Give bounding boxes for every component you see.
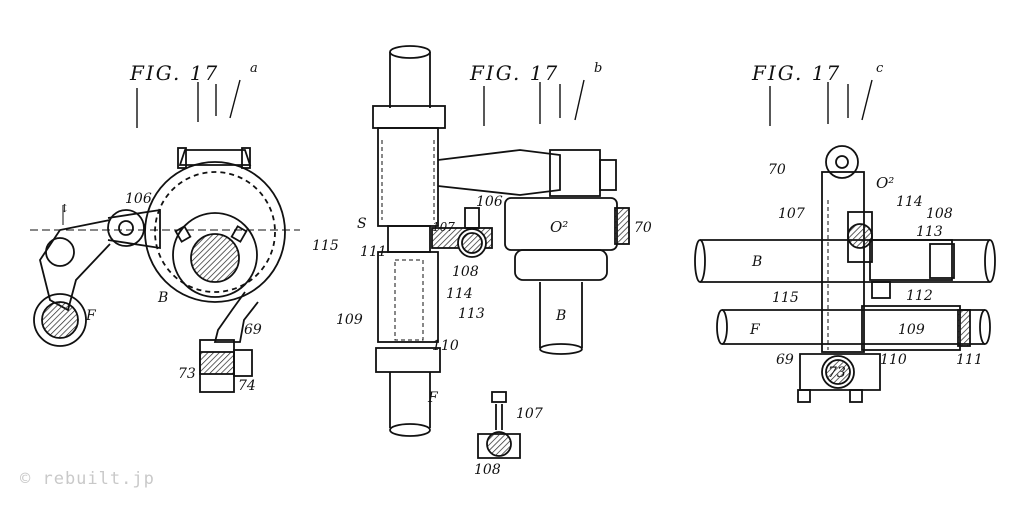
svg-text:FIG. 17: FIG. 17 [469,61,559,85]
shaft-b-section [190,233,240,283]
figure-17c: FIG. 17 c [694,61,996,403]
svg-text:F: F [85,308,97,324]
svg-text:111: 111 [956,352,983,368]
housing-ring [144,147,286,303]
svg-text:115: 115 [312,238,339,254]
svg-text:B: B [751,254,762,270]
svg-text:74: 74 [238,378,256,394]
figure-17b: FIG. 17 b [312,45,652,478]
figure-17a: FIG. 17 a [30,61,300,394]
svg-text:113: 113 [916,224,943,240]
clamp-73 [199,339,253,393]
svg-text:107: 107 [778,206,805,222]
shaft-b-horizontal [694,239,996,283]
figure-17a-title: FIG. 17 a [129,61,258,128]
svg-text:B: B [157,290,168,306]
svg-text:106: 106 [476,194,503,210]
clamp-block-c [847,211,955,299]
shaft-b [539,282,583,355]
shaft-f-horizontal [716,309,991,345]
svg-text:112: 112 [906,288,933,304]
svg-text:109: 109 [898,322,925,338]
svg-text:O²: O² [876,174,894,192]
svg-text:a: a [250,61,258,76]
svg-text:113: 113 [458,306,485,322]
svg-text:F: F [749,322,761,338]
lug-106 [107,208,161,250]
svg-text:110: 110 [432,338,459,354]
arm-to-collar [437,149,617,197]
svg-text:108: 108 [926,206,953,222]
svg-text:S: S [357,216,367,232]
svg-text:69: 69 [776,352,794,368]
crank-arm [33,219,111,347]
figure-17c-title: FIG. 17 c [751,61,884,126]
svg-text:110: 110 [880,352,907,368]
svg-text:107: 107 [516,406,543,422]
svg-text:c: c [876,61,884,76]
svg-text:70: 70 [634,220,652,236]
svg-text:108: 108 [474,462,501,478]
svg-text:114: 114 [446,286,473,302]
watermark: © rebuilt.jp [20,469,155,489]
svg-text:FIG. 17: FIG. 17 [751,61,841,85]
bolt-107-detail [477,391,521,459]
svg-text:FIG. 17: FIG. 17 [129,61,219,85]
arm-69 [213,291,259,343]
upright-70 [821,145,865,353]
svg-text:F: F [427,390,439,406]
clamp-114 [431,207,493,258]
svg-text:111: 111 [360,244,387,260]
svg-text:108: 108 [452,264,479,280]
clamp-73-c [797,353,881,403]
svg-text:O²: O² [550,218,568,236]
svg-text:109: 109 [336,312,363,328]
vertical-shaft [372,45,446,437]
svg-text:↕: ↕ [60,202,69,215]
svg-text:106: 106 [125,191,152,207]
svg-text:73: 73 [178,366,196,382]
collar-o2 [504,197,630,281]
svg-text:70: 70 [768,162,786,178]
svg-text:114: 114 [896,194,923,210]
svg-text:69: 69 [244,322,262,338]
sleeve-109 [861,305,971,351]
shaft-f-section [41,301,79,339]
svg-text:107: 107 [432,220,455,234]
svg-text:115: 115 [772,290,799,306]
svg-text:b: b [594,61,602,76]
figure-17b-title: FIG. 17 b [469,61,602,126]
svg-text:73: 73 [828,365,846,381]
svg-text:B: B [555,308,566,324]
